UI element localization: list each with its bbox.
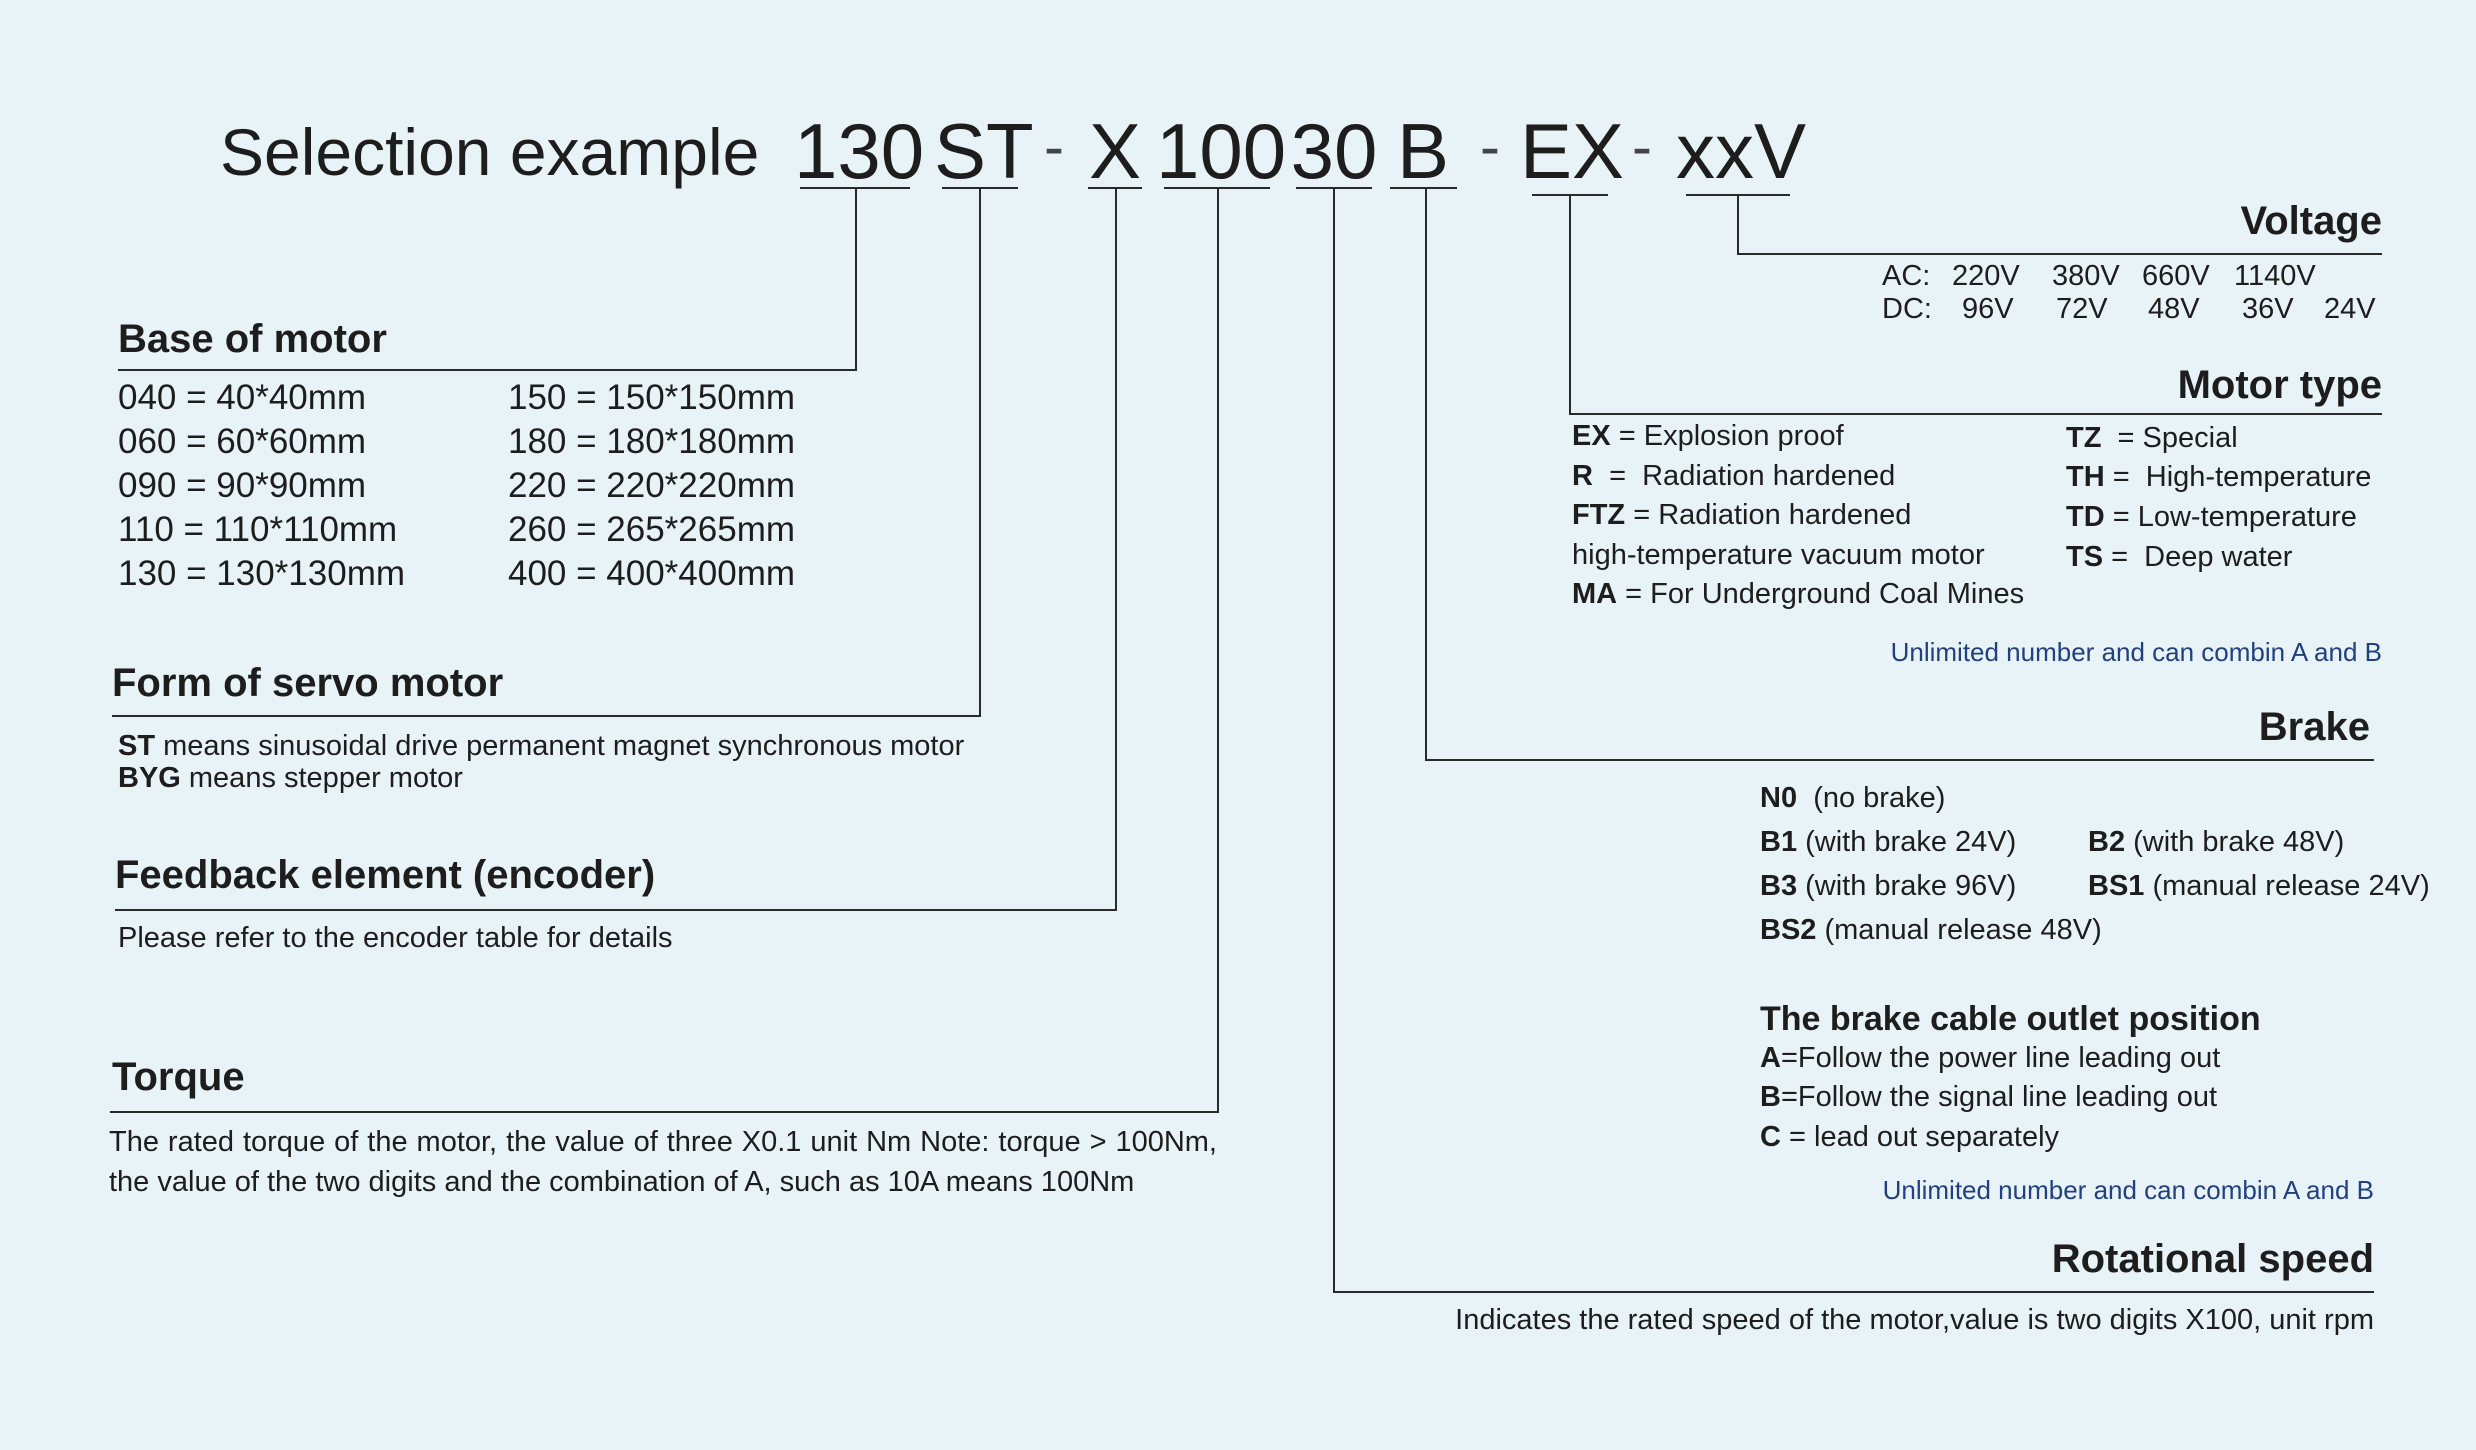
base-row: 130 = 130*130mm	[118, 554, 406, 593]
voltage-heading: Voltage	[2240, 199, 2382, 243]
page-title: Selection example	[220, 115, 760, 189]
base-row: 110 = 110*110mm	[118, 510, 398, 549]
brake-bs2: BS2 (manual release 48V)	[1760, 914, 2102, 946]
brake-outlet-a: A=Follow the power line leading out	[1760, 1042, 2221, 1074]
torque-heading: Torque	[112, 1055, 245, 1099]
brake-outlet-heading: The brake cable outlet position	[1760, 1000, 2261, 1038]
brake-b2: B2 (with brake 48V)	[2088, 826, 2345, 858]
motor-type-heading: Motor type	[2177, 363, 2382, 407]
base-row: 220 = 220*220mm	[508, 466, 796, 505]
form-byg-line: BYG means stepper motor	[118, 762, 463, 794]
form-st-line: ST means sinusoidal drive permanent magn…	[118, 730, 965, 762]
brake-b3: B3 (with brake 96V)	[1760, 870, 2017, 902]
code-voltage: xxV	[1676, 107, 1807, 195]
motor-type-ftz: FTZ = Radiation hardened	[1572, 499, 1912, 531]
base-row: 150 = 150*150mm	[508, 378, 796, 417]
voltage-ac-380: 380V	[2052, 260, 2120, 292]
code-dash-1: -	[1044, 113, 1064, 180]
code-motor-type: EX	[1520, 107, 1625, 195]
voltage-ac-660: 660V	[2142, 260, 2210, 292]
voltage-dc-24: 24V	[2324, 293, 2376, 325]
motor-type-note: Unlimited number and can combin A and B	[1890, 637, 2382, 667]
rotational-speed-text: Indicates the rated speed of the motor,v…	[1455, 1304, 2374, 1336]
motor-type-tz: TZ = Special	[2066, 422, 2238, 454]
base-of-motor-heading: Base of motor	[118, 317, 387, 361]
feedback-text: Please refer to the encoder table for de…	[118, 922, 673, 954]
motor-type-ftz-cont: high-temperature vacuum motor	[1572, 539, 1985, 571]
rotational-speed-heading: Rotational speed	[2051, 1237, 2374, 1281]
code-form: ST	[934, 107, 1034, 195]
voltage-ac-label: AC:	[1882, 260, 1931, 292]
motor-type-ma: MA = For Underground Coal Mines	[1572, 578, 2025, 610]
base-row: 090 = 90*90mm	[118, 466, 367, 505]
form-of-servo-heading: Form of servo motor	[112, 661, 504, 705]
brake-n0: N0 (no brake)	[1760, 782, 1946, 814]
voltage-ac-220: 220V	[1952, 260, 2020, 292]
base-row: 040 = 40*40mm	[118, 378, 367, 417]
voltage-ac-1140: 1140V	[2234, 260, 2316, 292]
voltage-dc-48: 48V	[2148, 293, 2200, 325]
voltage-dc-72: 72V	[2056, 293, 2108, 325]
brake-outlet-b: B=Follow the signal line leading out	[1760, 1081, 2218, 1113]
code-feedback: X	[1088, 107, 1142, 195]
code-base: 130	[794, 107, 925, 195]
base-row: 060 = 60*60mm	[118, 422, 367, 461]
base-row: 400 = 400*400mm	[508, 554, 796, 593]
motor-type-th: TH = High-temperature	[2066, 461, 2372, 493]
brake-outlet-c: C = lead out separately	[1760, 1121, 2060, 1153]
base-row: 180 = 180*180mm	[508, 422, 796, 461]
motor-type-r: R = Radiation hardened	[1572, 460, 1896, 492]
motor-type-ex: EX = Explosion proof	[1572, 420, 1844, 452]
voltage-dc-36: 36V	[2242, 293, 2294, 325]
brake-note: Unlimited number and can combin A and B	[1882, 1175, 2374, 1205]
code-dash-3: -	[1632, 113, 1652, 180]
code-speed: 30	[1290, 107, 1378, 195]
brake-b1: B1 (with brake 24V)	[1760, 826, 2017, 858]
torque-text: The rated torque of the motor, the value…	[109, 1126, 1217, 1198]
voltage-dc-label: DC:	[1882, 293, 1932, 325]
motor-type-td: TD = Low-temperature	[2066, 501, 2357, 533]
feedback-heading: Feedback element (encoder)	[115, 853, 656, 897]
brake-bs1: BS1 (manual release 24V)	[2088, 870, 2430, 902]
code-brake: B	[1396, 107, 1450, 195]
base-row: 260 = 265*265mm	[508, 510, 796, 549]
code-torque: 100	[1156, 107, 1287, 195]
code-dash-2: -	[1480, 113, 1500, 180]
brake-heading: Brake	[2258, 705, 2370, 749]
motor-type-ts: TS = Deep water	[2066, 541, 2293, 573]
voltage-dc-96: 96V	[1962, 293, 2014, 325]
